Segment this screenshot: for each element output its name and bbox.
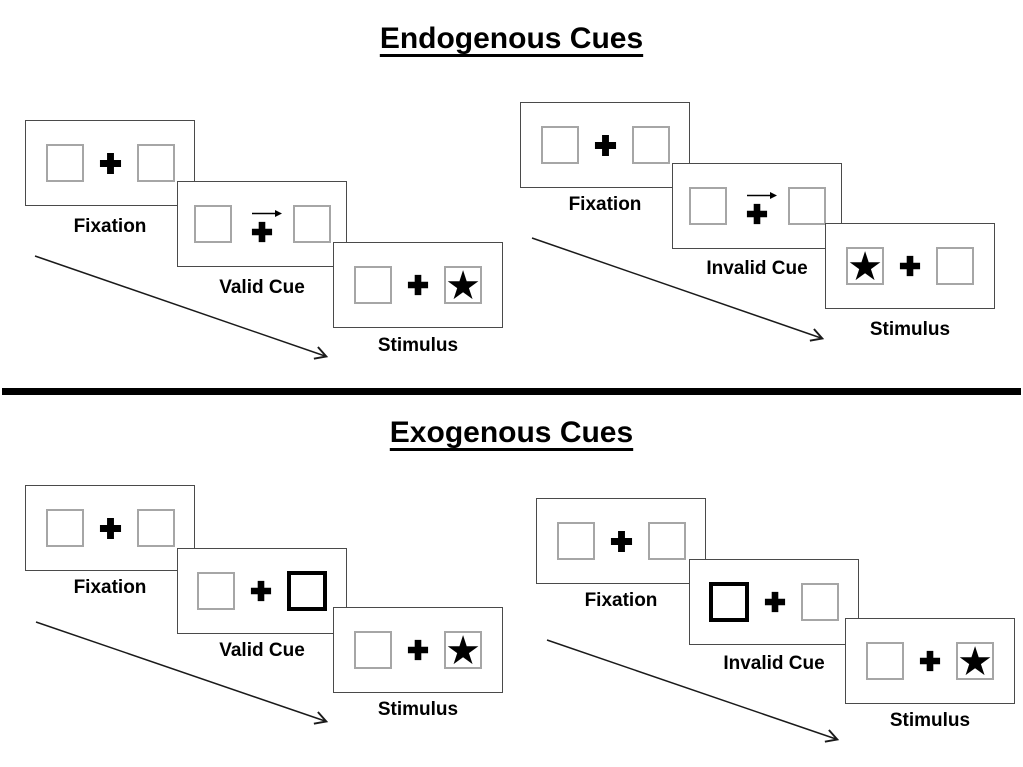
fixation-cross-icon <box>919 650 941 672</box>
invalid-cue-card <box>689 559 859 645</box>
left-placeholder-square <box>45 509 84 547</box>
left-placeholder-square <box>688 187 727 225</box>
right-placeholder-square <box>136 144 175 182</box>
step-label-fixation: Fixation <box>568 194 642 215</box>
fixation-card <box>520 102 690 188</box>
step-label-fixation: Fixation <box>584 590 658 611</box>
stimulus-square: ★ <box>956 639 994 685</box>
right-placeholder-square <box>801 583 839 621</box>
time-arrow-endogenous-invalid <box>531 237 825 342</box>
left-placeholder-square <box>45 144 84 182</box>
fixation-cross-icon <box>407 274 429 296</box>
cue-right-arrow-icon <box>247 209 282 221</box>
exogenous-section-title: Exogenous Cues <box>389 416 634 449</box>
section-divider <box>2 388 1021 395</box>
step-label-stimulus: Stimulus <box>889 710 971 731</box>
stimulus-card: ★ <box>845 618 1015 704</box>
time-arrow-exogenous-valid <box>35 621 329 725</box>
left-placeholder-square <box>193 205 232 243</box>
fixation-cross-icon <box>610 530 633 553</box>
fixation-cross-icon <box>764 591 786 613</box>
star-stimulus-icon: ★ <box>847 244 883 290</box>
fixation-cross-icon <box>746 203 768 225</box>
left-placeholder-square <box>556 522 595 560</box>
step-label-valid-cue: Valid Cue <box>219 277 305 298</box>
star-stimulus-icon: ★ <box>445 628 481 674</box>
step-label-invalid-cue: Invalid Cue <box>706 258 808 279</box>
cue-right-arrow-icon <box>742 191 777 203</box>
highlighted-cue-square <box>709 582 749 622</box>
fixation-card <box>536 498 706 584</box>
fixation-cross-icon <box>407 639 429 661</box>
fixation-cross-icon <box>250 580 272 602</box>
star-stimulus-icon: ★ <box>445 263 481 309</box>
right-placeholder-square <box>292 205 331 243</box>
fixation-cross-icon <box>251 221 273 243</box>
star-stimulus-icon: ★ <box>957 639 993 685</box>
endogenous-section-title: Endogenous Cues <box>379 22 644 55</box>
valid-cue-card <box>177 181 347 267</box>
step-label-fixation: Fixation <box>73 216 147 237</box>
stimulus-square: ★ <box>444 263 482 309</box>
stimulus-card: ★ <box>825 223 995 309</box>
stimulus-square: ★ <box>444 628 482 674</box>
step-label-stimulus: Stimulus <box>377 335 459 356</box>
step-label-fixation: Fixation <box>73 577 147 598</box>
fixation-card <box>25 485 195 571</box>
stimulus-square: ★ <box>846 244 884 290</box>
step-label-invalid-cue: Invalid Cue <box>723 653 825 674</box>
right-placeholder-square <box>647 522 686 560</box>
fixation-cross-icon <box>99 517 122 540</box>
invalid-cue-card <box>672 163 842 249</box>
step-label-stimulus: Stimulus <box>869 319 951 340</box>
highlighted-cue-square <box>287 571 327 611</box>
fixation-cross-icon <box>899 255 921 277</box>
fixation-cross-icon <box>594 134 617 157</box>
right-placeholder-square <box>631 126 670 164</box>
stimulus-card: ★ <box>333 242 503 328</box>
left-placeholder-square <box>540 126 579 164</box>
fixation-cross-icon <box>99 152 122 175</box>
left-placeholder-square <box>197 572 235 610</box>
right-placeholder-square <box>787 187 826 225</box>
step-label-stimulus: Stimulus <box>377 699 459 720</box>
fixation-card <box>25 120 195 206</box>
left-placeholder-square <box>354 631 392 669</box>
right-placeholder-square <box>136 509 175 547</box>
left-placeholder-square <box>866 642 904 680</box>
step-label-valid-cue: Valid Cue <box>219 640 305 661</box>
valid-cue-card <box>177 548 347 634</box>
stimulus-card: ★ <box>333 607 503 693</box>
right-placeholder-square <box>936 247 974 285</box>
time-arrow-endogenous-valid <box>34 255 329 360</box>
left-placeholder-square <box>354 266 392 304</box>
